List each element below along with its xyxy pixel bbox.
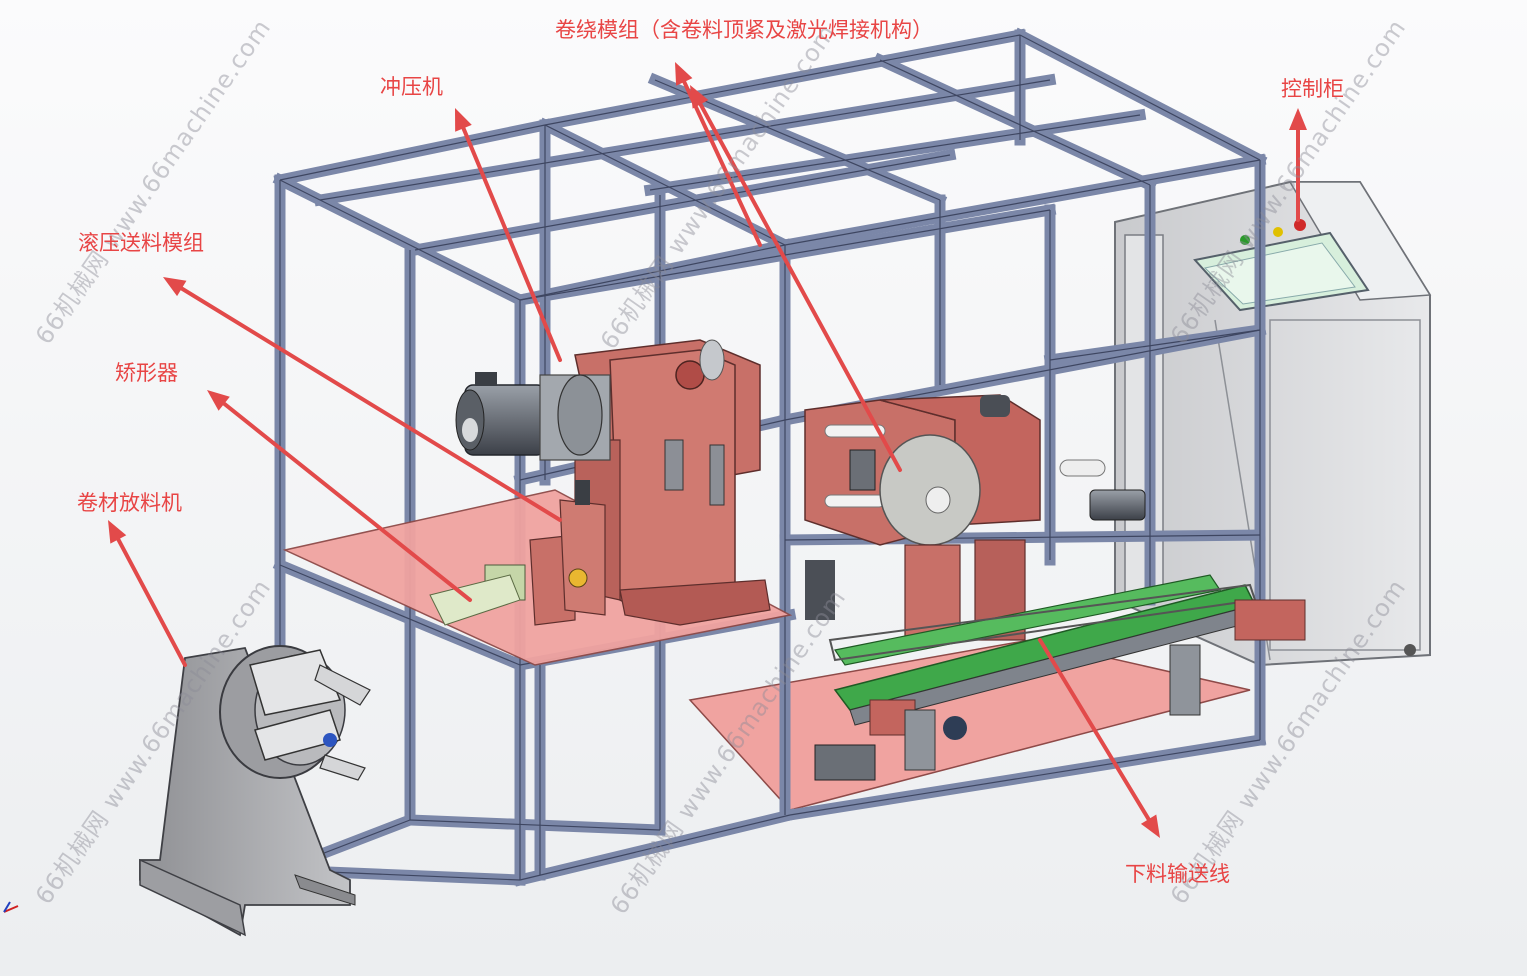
frame-bar-edge xyxy=(319,79,1051,201)
callout-arrow-line xyxy=(222,401,472,602)
label-roller-feed-module: 滚压送料模组 xyxy=(78,231,204,255)
frame-bar-edge xyxy=(519,814,791,881)
straightener xyxy=(429,480,606,626)
frame-bar-edge xyxy=(789,739,1261,816)
label-control-cabinet: 控制柜 xyxy=(1281,77,1344,101)
axis-triad-icon xyxy=(3,901,19,913)
callout-arrow-head xyxy=(455,108,472,132)
callout-arrow-line xyxy=(698,102,902,472)
callout-arrow-line xyxy=(682,79,762,247)
frame-bar-edge xyxy=(649,114,1141,191)
frame-bar-edge xyxy=(279,124,546,181)
frame-bar-edge xyxy=(544,124,786,246)
winding-module xyxy=(804,394,1146,546)
frame-bar-edge xyxy=(544,34,1021,126)
callout-arrow-head xyxy=(675,62,693,86)
callout-arrow-head xyxy=(690,85,709,109)
frame-bar-edge xyxy=(1049,329,1261,361)
press-servo-motor xyxy=(455,372,611,461)
label-outfeed-conveyor: 下料输送线 xyxy=(1125,862,1230,886)
frame-bar-edge xyxy=(519,244,786,301)
callout-arrow-line xyxy=(1038,638,1151,822)
frame-bar-edge xyxy=(414,154,951,251)
callout-arrow-head xyxy=(1140,814,1160,838)
callout-arrow-head xyxy=(207,390,230,411)
label-coil-uncoiler: 卷材放料机 xyxy=(77,491,182,515)
callout-arrow-head xyxy=(163,277,187,297)
callout-arrow-head xyxy=(108,520,127,544)
label-punch-press: 冲压机 xyxy=(380,75,443,99)
label-straightener: 矫形器 xyxy=(115,361,178,385)
frame-bar-edge xyxy=(784,159,1261,246)
callout-arrow-head xyxy=(1289,108,1307,130)
callout-arrow-line xyxy=(461,126,562,362)
frame-bar-edge xyxy=(1019,34,1261,161)
callout-arrow-line xyxy=(116,537,187,667)
frame-bar-edge xyxy=(879,59,1151,186)
frame-bar-edge xyxy=(279,564,521,666)
label-winding-module: 卷绕模组（含卷料顶紧及激光焊接机构） xyxy=(555,18,933,42)
callout-arrow-line xyxy=(179,286,562,522)
punch-press xyxy=(574,339,771,626)
coil-uncoiler xyxy=(139,645,371,937)
callout-arrows xyxy=(108,62,1307,838)
frame-bar-edge xyxy=(409,819,661,831)
